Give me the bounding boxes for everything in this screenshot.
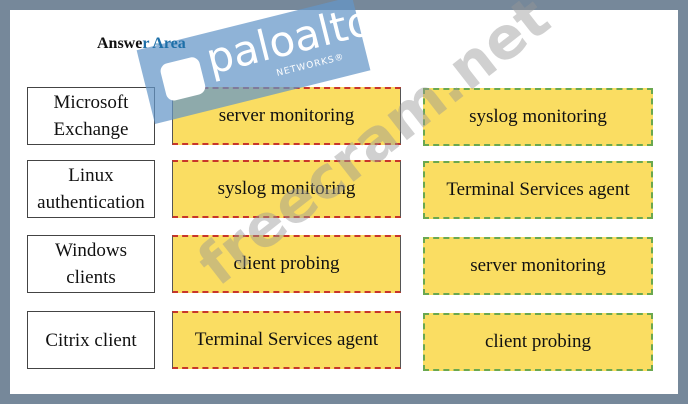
answer-slot-2[interactable]: syslog monitoring	[172, 160, 401, 218]
paloalto-logo-icon	[158, 55, 207, 103]
option-2[interactable]: Terminal Services agent	[423, 161, 653, 219]
answer-area-title: Answer Area	[97, 35, 186, 53]
option-1[interactable]: syslog monitoring	[423, 88, 653, 146]
option-3[interactable]: server monitoring	[423, 237, 653, 295]
option-4[interactable]: client probing	[423, 313, 653, 371]
label-citrix-client: Citrix client	[27, 311, 155, 369]
label-microsoft-exchange: Microsoft Exchange	[27, 87, 155, 145]
label-windows-clients: Windows clients	[27, 235, 155, 293]
title-part1: Answe	[97, 35, 143, 52]
label-linux-authentication: Linux authentication	[27, 160, 155, 218]
title-part2: r Area	[142, 35, 186, 52]
answer-slot-4[interactable]: Terminal Services agent	[172, 311, 401, 369]
answer-slot-3[interactable]: client probing	[172, 235, 401, 293]
